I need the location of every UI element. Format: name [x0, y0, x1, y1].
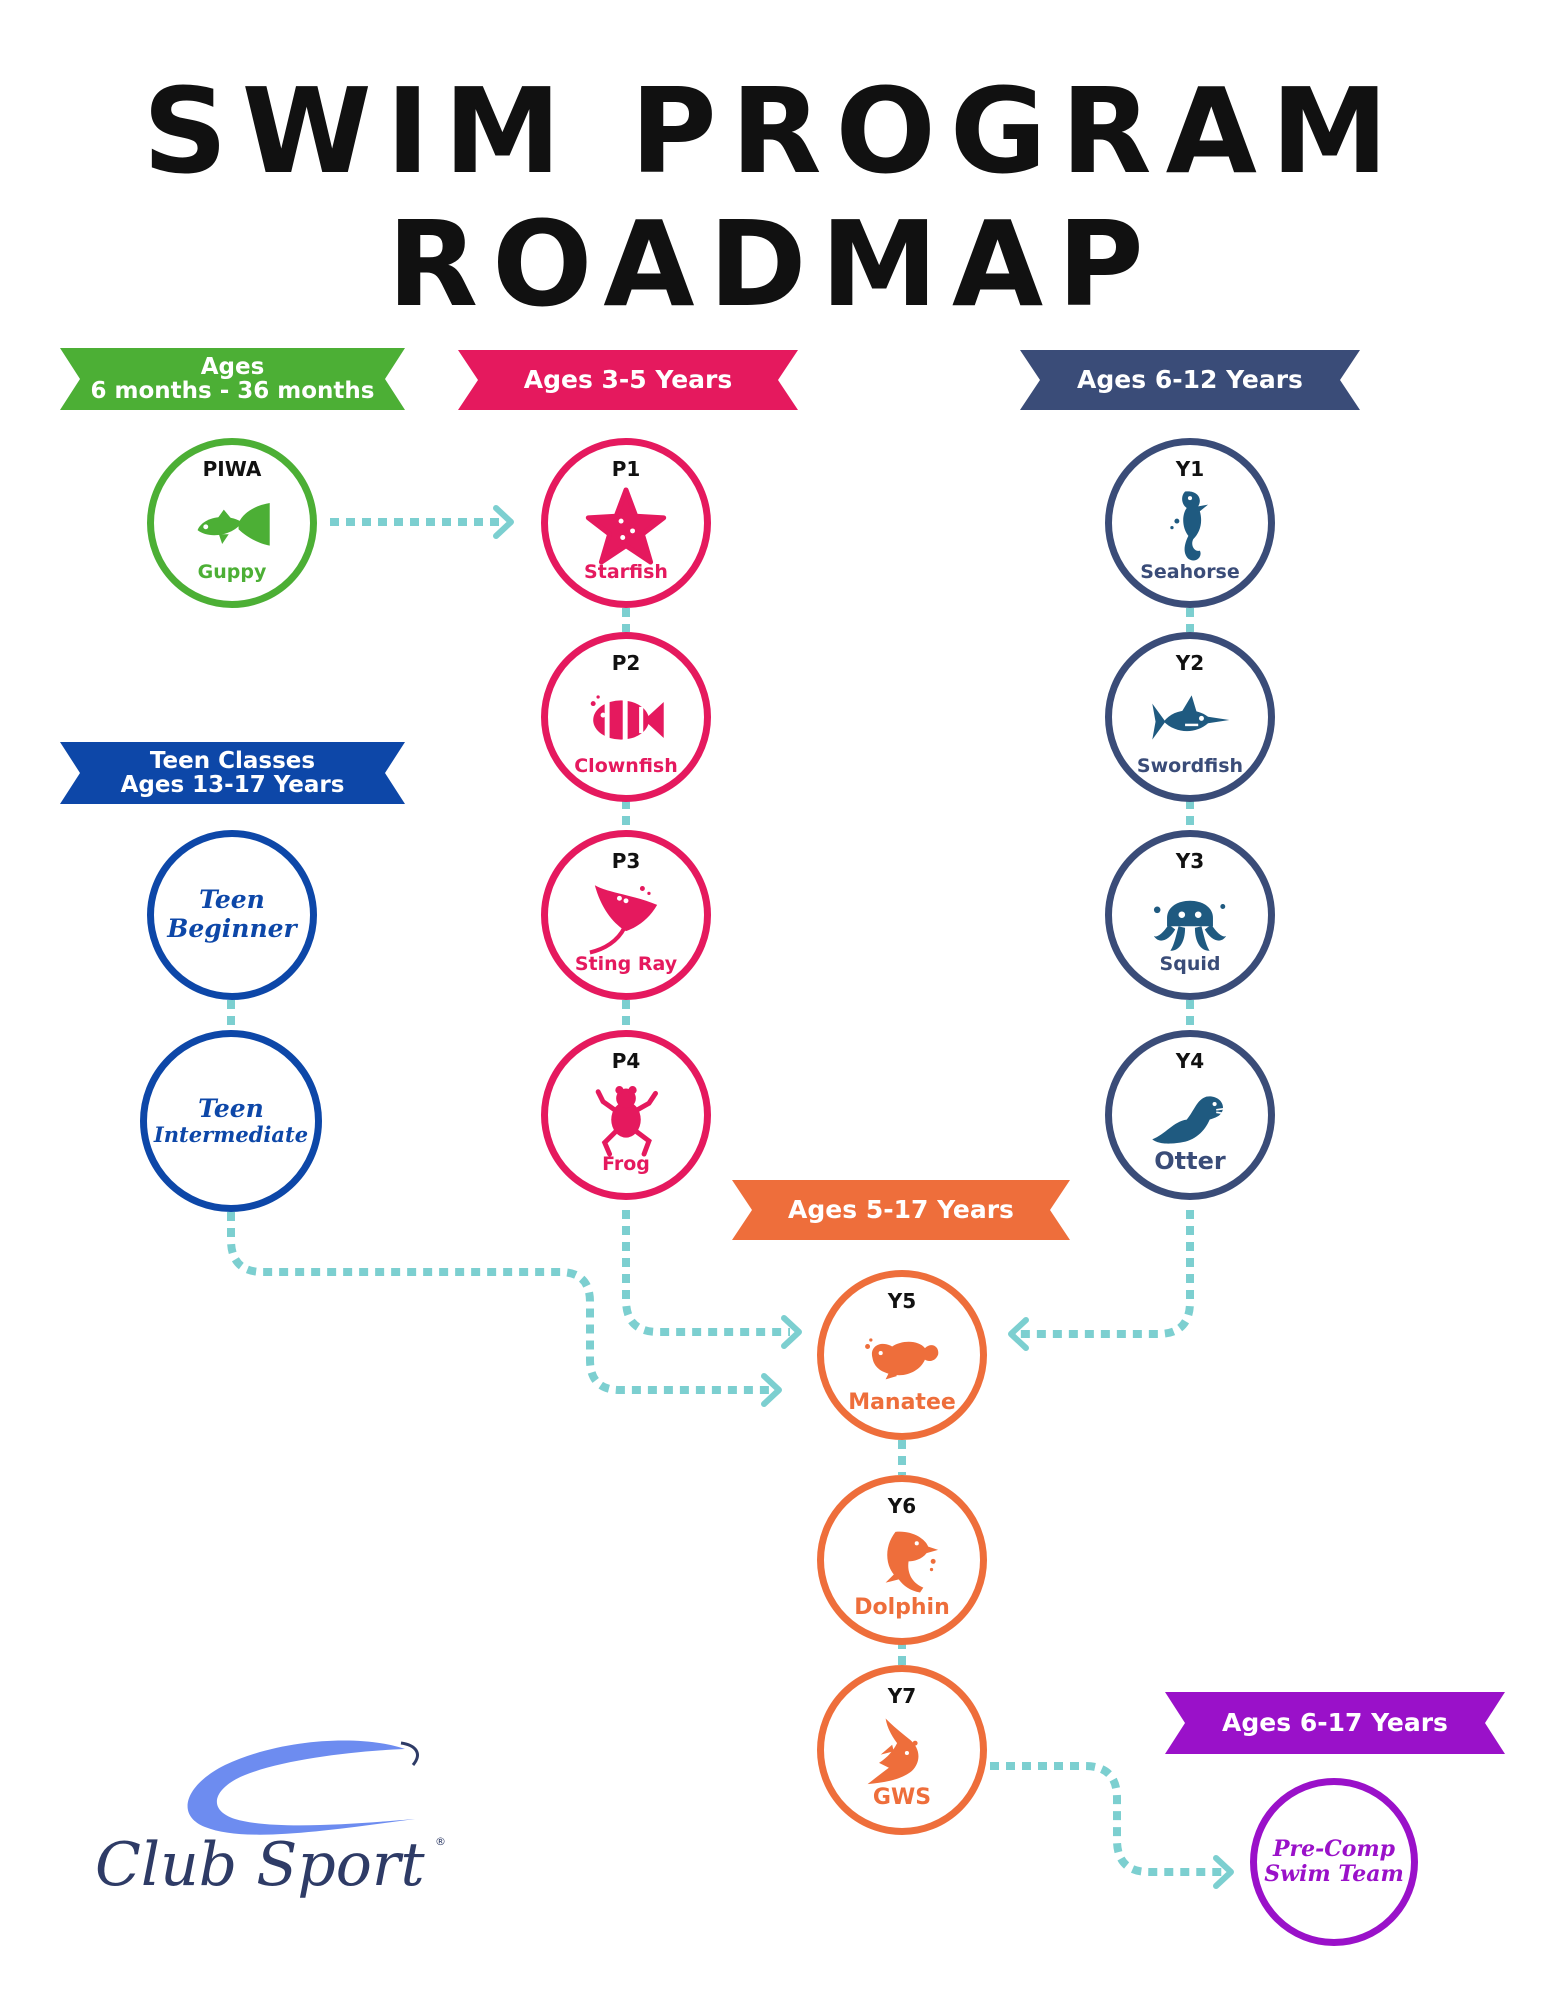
arrowhead-p1: [493, 505, 514, 539]
level-y3: Y3 Squid: [1105, 830, 1275, 1000]
squid-icon: [1149, 877, 1231, 959]
level-y2: Y2 Swordfish: [1105, 632, 1275, 802]
level-code: Y2: [1175, 651, 1205, 675]
logo-text: Club Sport: [95, 1830, 425, 1900]
arrowhead-y5-right: [1008, 1317, 1029, 1351]
banner-infant: Ages 6 months - 36 months: [60, 348, 405, 410]
precomp-line-1: Pre-Comp: [1272, 1835, 1396, 1862]
level-name: Sting Ray: [574, 953, 678, 975]
level-code: P4: [611, 1049, 641, 1073]
banner-advanced: Ages 5-17 Years: [732, 1180, 1070, 1240]
level-code: PIWA: [202, 457, 262, 481]
level-code: Y6: [887, 1494, 917, 1518]
banner-advanced-label: Ages 5-17 Years: [788, 1194, 1014, 1224]
starfish-icon: [585, 485, 667, 567]
logo-registered-mark: ®: [435, 1835, 446, 1848]
level-y6: Y6 Dolphin: [817, 1475, 987, 1645]
title-line-1: SWIM PROGRAM: [142, 62, 1403, 200]
banner-teen-line-2: Ages 13-17 Years: [120, 772, 345, 798]
level-name: Starfish: [584, 561, 668, 583]
teen-beginner-line-2: Beginner: [167, 914, 297, 943]
manatee-icon: [861, 1317, 943, 1399]
level-p3: P3 Sting Ray: [541, 830, 711, 1000]
club-sport-logo: Club Sport ®: [95, 1735, 475, 1925]
sting-ray-icon: [585, 877, 667, 959]
level-name: Manatee: [848, 1390, 956, 1415]
banner-preschool: Ages 3-5 Years: [458, 350, 798, 410]
logo-swoosh-icon: [187, 1740, 419, 1835]
arrowhead-team: [1213, 1855, 1234, 1889]
level-code: P1: [611, 457, 641, 481]
banner-youth-label: Ages 6-12 Years: [1077, 364, 1303, 394]
level-y4: Y4 Otter: [1105, 1030, 1275, 1200]
level-code: P3: [611, 849, 641, 873]
level-name: Squid: [1159, 953, 1221, 975]
teen-intermediate-line-1: Teen: [198, 1093, 264, 1123]
level-code: Y7: [887, 1684, 917, 1708]
title-line-2: ROADMAP: [387, 195, 1158, 333]
precomp-line-2: Swim Team: [1264, 1861, 1404, 1887]
banner-infant-line-2: 6 months - 36 months: [90, 378, 375, 404]
swordfish-icon: [1149, 679, 1231, 761]
connector-y7-team: [990, 1762, 1222, 1876]
clownfish-icon: [585, 679, 667, 761]
level-p1: P1 Starfish: [541, 438, 711, 608]
connector-p4-y5: [622, 1210, 790, 1336]
banner-preschool-label: Ages 3-5 Years: [523, 364, 733, 394]
level-name: Frog: [602, 1153, 650, 1175]
banner-teen-line-1: Teen Classes: [149, 747, 316, 774]
banner-youth: Ages 6-12 Years: [1020, 350, 1360, 410]
seahorse-icon: [1149, 485, 1231, 567]
teen-beginner-line-1: Teen: [199, 885, 265, 915]
level-name: Swordfish: [1136, 755, 1244, 777]
level-y7: Y7 GWS: [817, 1665, 987, 1835]
level-code: Y5: [887, 1289, 917, 1313]
level-p2: P2 Clownfish: [541, 632, 711, 802]
arrowhead-y5-left: [781, 1315, 802, 1349]
frog-icon: [585, 1077, 667, 1159]
level-name: Clownfish: [574, 755, 678, 777]
level-name: Guppy: [197, 561, 267, 583]
level-p4: P4 Frog: [541, 1030, 711, 1200]
level-name: Dolphin: [854, 1595, 950, 1620]
level-code: Y3: [1175, 849, 1205, 873]
level-y5: Y5 Manatee: [817, 1270, 987, 1440]
banner-team-label: Ages 6-17 Years: [1222, 1707, 1448, 1737]
otter-icon: [1149, 1077, 1231, 1159]
shark-icon: [861, 1712, 943, 1794]
level-code: P2: [611, 651, 641, 675]
level-code: Y1: [1175, 457, 1205, 481]
level-name: Seahorse: [1140, 561, 1240, 583]
level-name: GWS: [872, 1785, 932, 1810]
connector-y4-y5: [1020, 1210, 1194, 1338]
level-code: Y4: [1175, 1049, 1205, 1073]
arrowhead-y5-teen: [761, 1373, 782, 1407]
level-name: Otter: [1154, 1147, 1226, 1175]
teen-intermediate-line-2: Intermediate: [153, 1122, 309, 1148]
banner-teen: Teen Classes Ages 13-17 Years: [60, 742, 405, 804]
connector-teen-y5: [227, 1212, 770, 1394]
banner-infant-line-1: Ages: [200, 353, 265, 380]
banner-team: Ages 6-17 Years: [1165, 1692, 1505, 1754]
guppy-icon: [191, 485, 273, 567]
level-piwa: PIWA Guppy: [147, 438, 317, 608]
dolphin-icon: [861, 1522, 943, 1604]
level-y1: Y1 Seahorse: [1105, 438, 1275, 608]
